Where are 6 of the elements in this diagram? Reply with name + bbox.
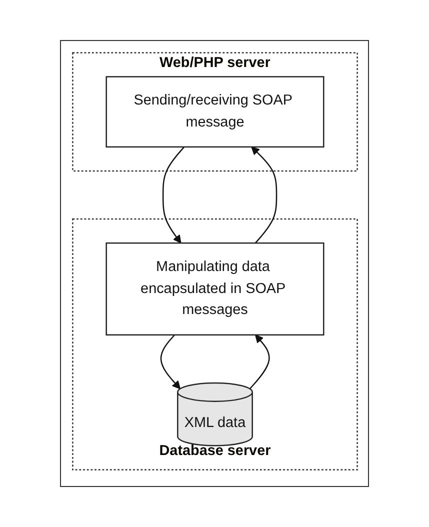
arrow [248, 334, 270, 390]
arrow [250, 146, 277, 244]
arrow [162, 146, 184, 244]
node-box: Manipulating data encapsulated in SOAP messages [105, 242, 324, 336]
node-box: Sending/receiving SOAP message [105, 76, 324, 148]
arrow [160, 334, 180, 390]
